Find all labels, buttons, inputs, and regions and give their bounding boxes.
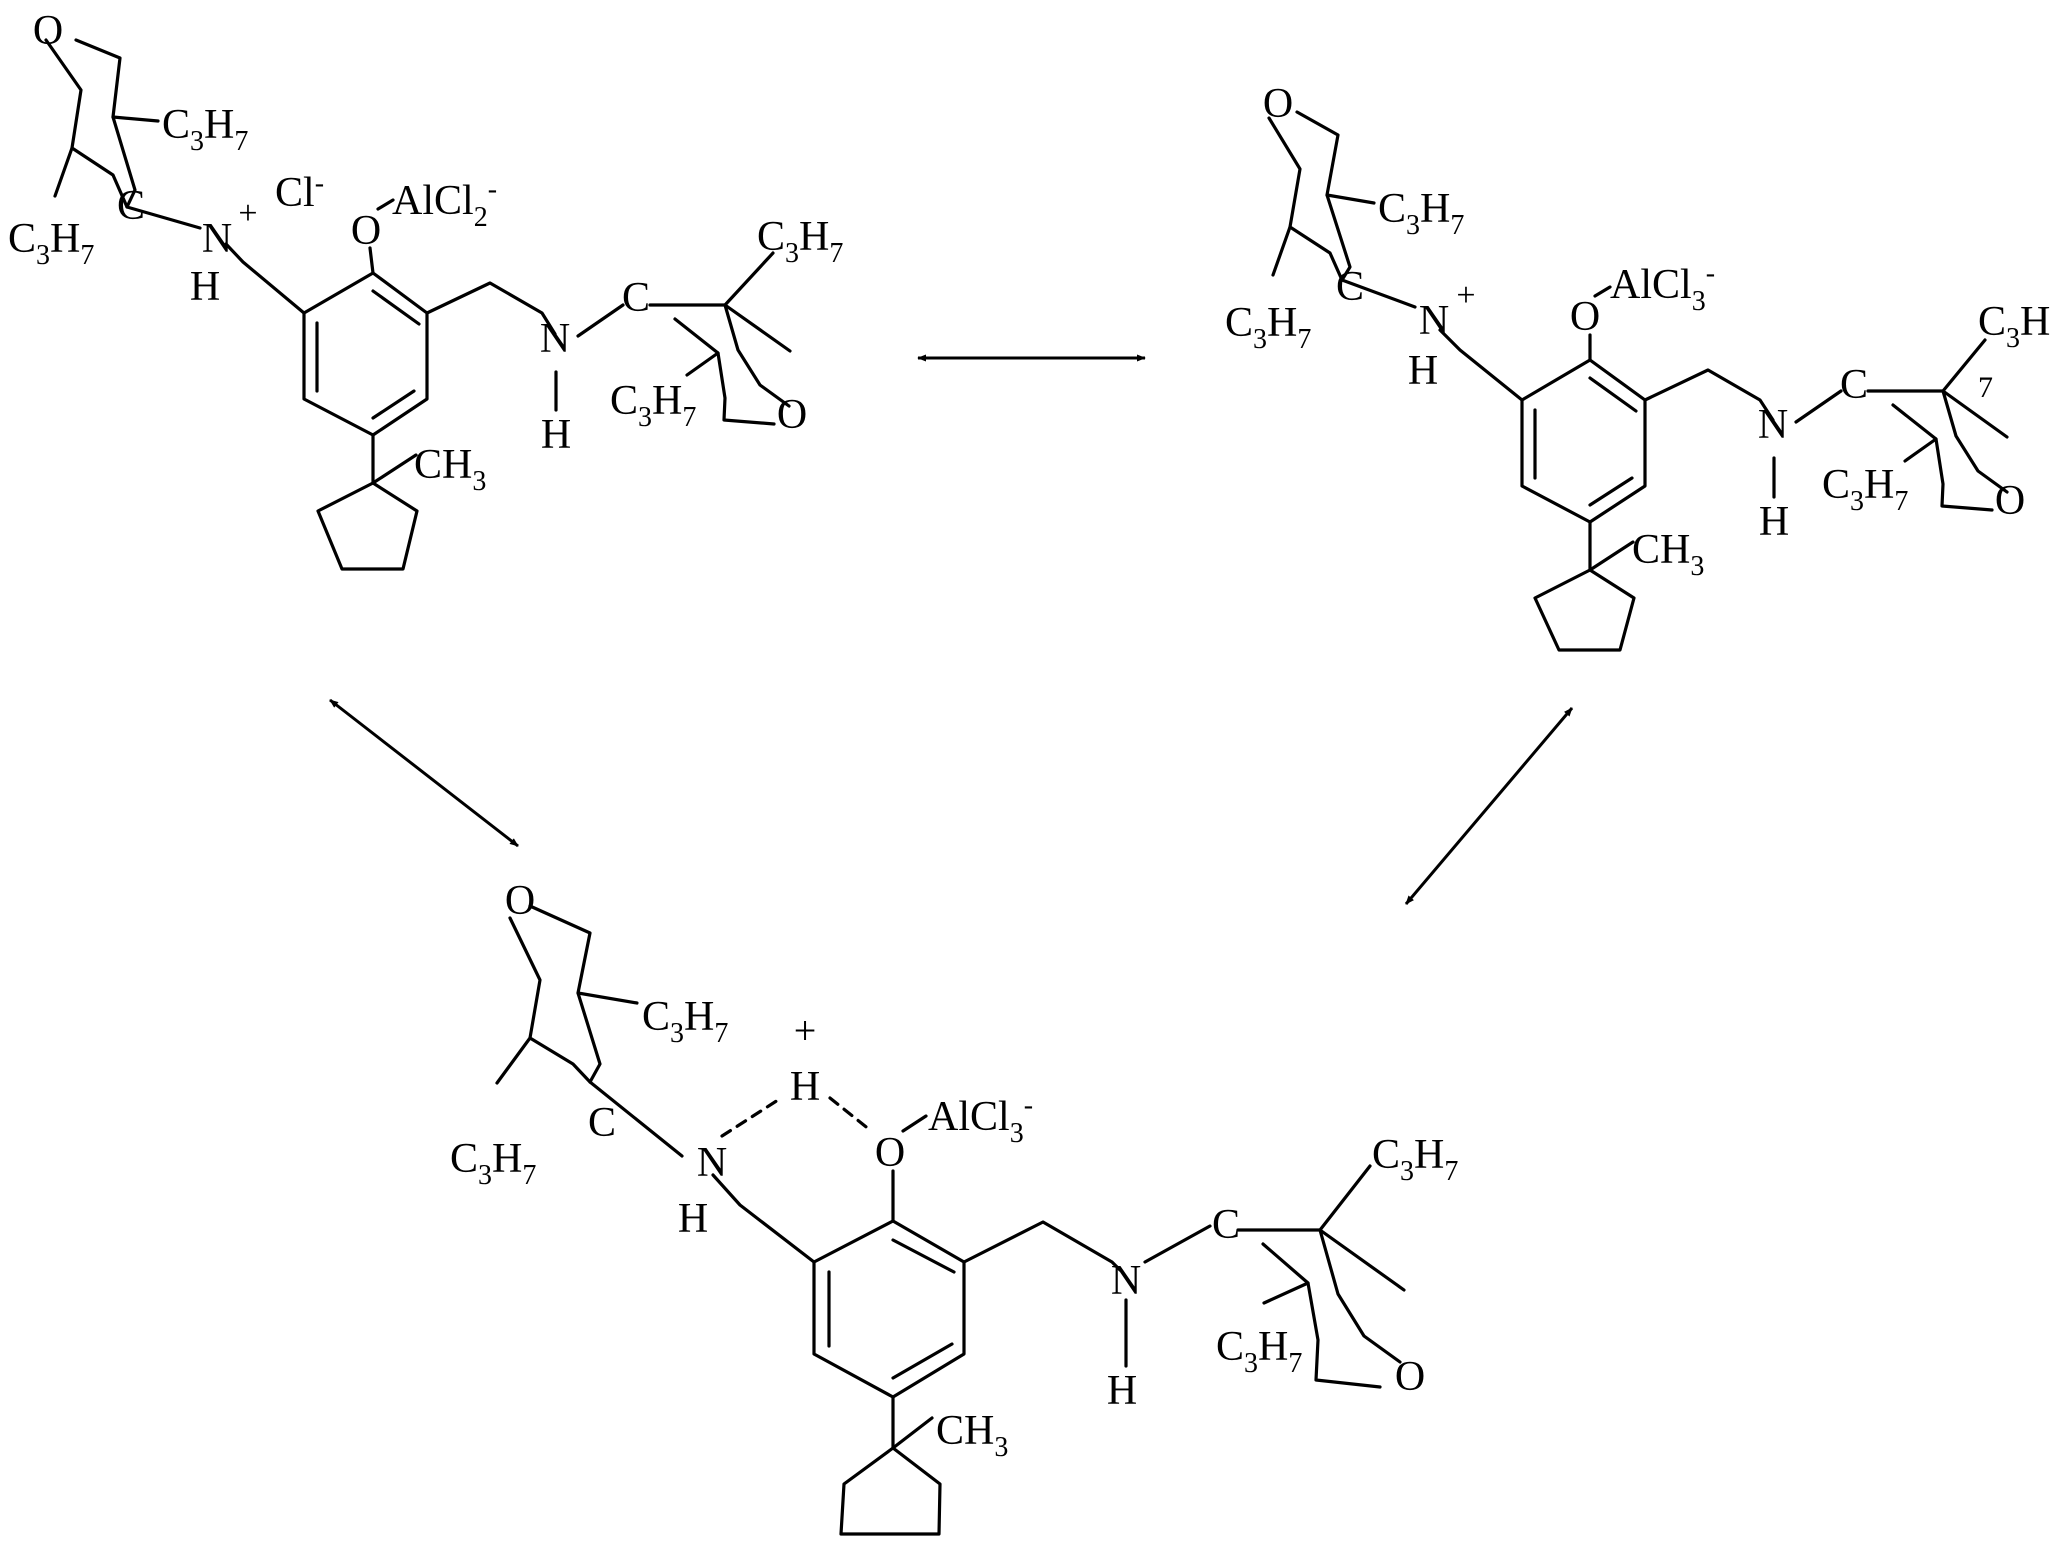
ring-oxygen: O bbox=[505, 878, 535, 924]
ring-carbon: C bbox=[622, 275, 650, 321]
ring-oxygen: O bbox=[1395, 1354, 1425, 1400]
amine-hydrogen: H bbox=[1107, 1368, 1137, 1414]
amine-nitrogen: N bbox=[202, 216, 232, 262]
lewis-acid: AlCl2- bbox=[392, 174, 497, 233]
amine-hydrogen: H bbox=[678, 1196, 708, 1242]
propyl-group: C3H7 bbox=[1216, 1324, 1302, 1379]
arrow-b-c bbox=[1404, 707, 1574, 905]
structure-c: O C N H + H O AlCl3- N H C O CH3 C3H7 C3… bbox=[450, 878, 1458, 1536]
amine-hydrogen: H bbox=[541, 412, 571, 458]
propyl-group: C3H7 bbox=[162, 102, 248, 157]
ring-carbon: C bbox=[1336, 264, 1364, 310]
amine-hydrogen: H bbox=[1408, 348, 1438, 394]
ring-carbon: C bbox=[1840, 362, 1868, 408]
ring-carbon: C bbox=[1212, 1202, 1240, 1248]
ring-oxygen: O bbox=[1995, 478, 2025, 524]
phenol-oxygen: O bbox=[1570, 294, 1600, 340]
amine-nitrogen: N bbox=[1419, 298, 1449, 344]
counter-ion: Cl- bbox=[275, 168, 324, 216]
bridging-proton: H bbox=[790, 1064, 820, 1110]
methyl-group: CH3 bbox=[1632, 527, 1704, 582]
propyl-group-wrapped: C3H bbox=[1978, 299, 2050, 354]
ring-carbon: C bbox=[588, 1100, 616, 1146]
ring-carbon: C bbox=[117, 183, 145, 229]
methyl-group: CH3 bbox=[936, 1408, 1008, 1463]
lewis-acid: AlCl3- bbox=[928, 1090, 1033, 1149]
propyl-group-wrapped-subscript: 7 bbox=[1978, 371, 1993, 404]
propyl-group: C3H7 bbox=[1225, 300, 1311, 355]
propyl-group: C3H7 bbox=[610, 378, 696, 433]
amine-hydrogen: H bbox=[190, 264, 220, 310]
methyl-group: CH3 bbox=[414, 442, 486, 497]
propyl-group: C3H7 bbox=[1372, 1132, 1458, 1187]
structure-b: O C N + H O AlCl3- N H C O CH3 C3H7 C3H7… bbox=[1225, 81, 2050, 652]
arrow-a-c bbox=[329, 698, 519, 848]
structure-a: O C N + H Cl- O AlCl2- N H C O CH3 C3H7 … bbox=[8, 8, 843, 571]
amine-nitrogen: N bbox=[540, 316, 570, 362]
lewis-acid: AlCl3- bbox=[1610, 258, 1715, 317]
amine-nitrogen: N bbox=[1111, 1258, 1141, 1304]
amine-hydrogen: H bbox=[1759, 499, 1789, 545]
propyl-group: C3H7 bbox=[1822, 462, 1908, 517]
propyl-group: C3H7 bbox=[757, 214, 843, 269]
propyl-group: C3H7 bbox=[8, 216, 94, 271]
bridging-proton-charge: + bbox=[794, 1008, 817, 1053]
phenol-oxygen: O bbox=[351, 208, 381, 254]
propyl-group: C3H7 bbox=[450, 1136, 536, 1191]
phenol-oxygen: O bbox=[875, 1130, 905, 1176]
propyl-group: C3H7 bbox=[642, 994, 728, 1049]
ring-oxygen: O bbox=[33, 8, 63, 54]
ring-oxygen: O bbox=[1263, 81, 1293, 127]
propyl-group: C3H7 bbox=[1378, 186, 1464, 241]
amine-nitrogen: N bbox=[697, 1140, 727, 1186]
amine-nitrogen: N bbox=[1758, 402, 1788, 448]
nitrogen-charge: + bbox=[238, 195, 257, 232]
nitrogen-charge: + bbox=[1456, 277, 1475, 314]
ring-oxygen: O bbox=[777, 392, 807, 438]
equilibrium-arrows bbox=[329, 354, 1574, 905]
